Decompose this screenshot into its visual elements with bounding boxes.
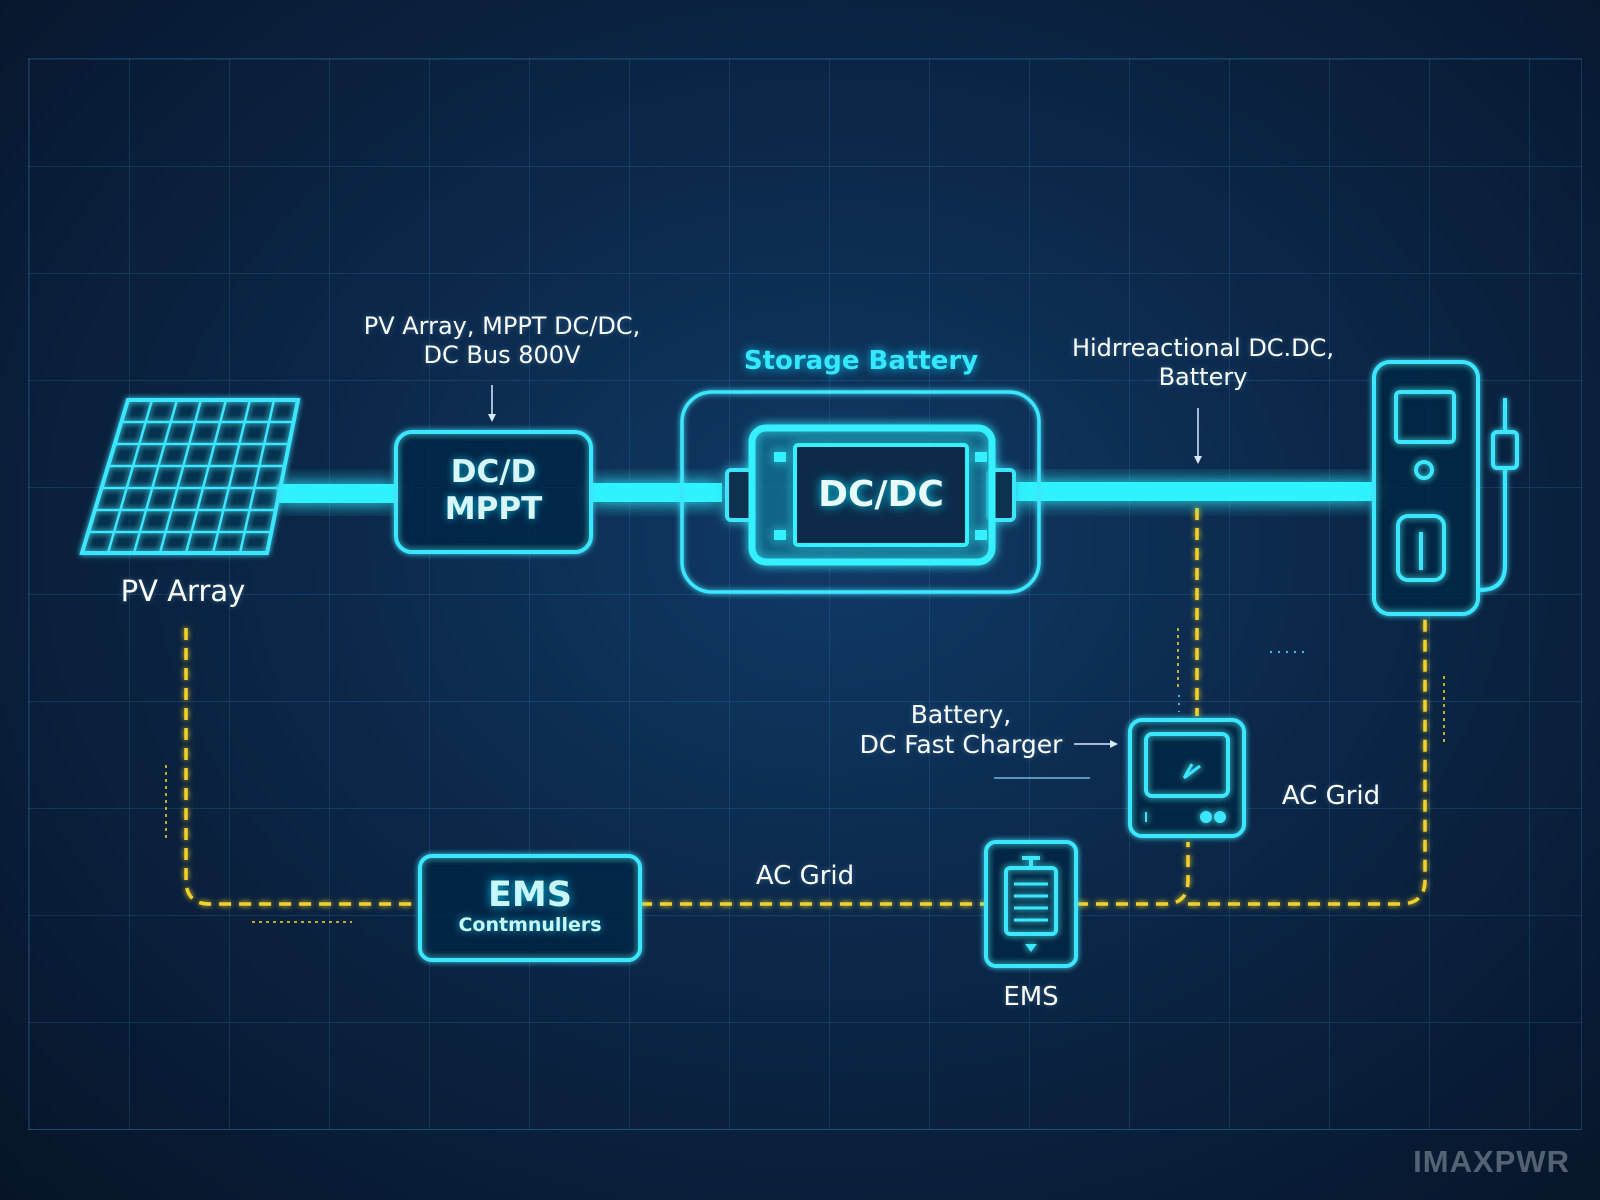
mppt-label-line2: MPPT — [444, 491, 543, 528]
dc-bus-segment-storage-charger — [1010, 482, 1375, 501]
pv-array-label: PV Array — [120, 574, 246, 608]
storage-core-label: DC/DC — [818, 474, 944, 515]
mppt-label: DC/D MPPT — [396, 454, 591, 528]
dc-bus-segment-mppt-storage — [590, 483, 722, 502]
ems-device-label: EMS — [1003, 982, 1059, 1012]
callout-pointers — [488, 385, 1202, 779]
ev-charger-icon — [1372, 360, 1519, 616]
ems-controller-title: EMS — [488, 875, 572, 915]
ems-controller-box — [418, 854, 642, 962]
watermark-logo: IMAXPWR — [1413, 1144, 1570, 1179]
meter-icon — [1128, 718, 1246, 838]
ems-device-icon — [984, 840, 1078, 968]
top-left-annotation-line1: PV Array, MPPT DC/DC, — [363, 312, 641, 340]
battery-module-icon — [725, 424, 1016, 566]
signal-line-pv-to-ems — [184, 628, 420, 906]
storage-battery-outline — [680, 390, 1041, 594]
top-left-annotation-line2: DC Bus 800V — [423, 340, 581, 369]
ac-grid-right-label: AC Grid — [1281, 781, 1381, 811]
mppt-label-line1: DC/D — [450, 454, 537, 490]
signal-lines — [184, 508, 1427, 906]
top-right-annotation: Hidrreactional DC.DC, Battery — [1058, 334, 1348, 392]
charger-annotation-line2: DC Fast Charger — [859, 730, 1063, 759]
signal-line-device-to-charger — [1076, 842, 1190, 906]
top-right-annotation-line2: Battery — [1158, 362, 1248, 391]
background-grid — [28, 58, 1582, 1130]
signal-line-to-right — [1188, 612, 1427, 906]
ems-controller-subtitle: Contmnullers — [458, 914, 602, 936]
ac-grid-center-label: AC Grid — [755, 861, 855, 891]
mppt-box — [394, 430, 593, 554]
top-left-annotation: PV Array, MPPT DC/DC, DC Bus 800V — [352, 312, 652, 370]
solar-panel-icon — [79, 398, 301, 555]
dc-bus — [276, 482, 1375, 503]
top-right-annotation-line1: Hidrreactional DC.DC, — [1071, 334, 1335, 362]
cyan-dotted-accents — [1178, 651, 1306, 712]
storage-battery-title: Storage Battery — [743, 346, 979, 376]
charger-annotation-line1: Battery, — [910, 700, 1012, 729]
dc-bus-segment-pv-mppt — [276, 484, 396, 503]
charger-annotation: Battery, DC Fast Charger — [836, 700, 1086, 760]
storage-battery-group — [680, 390, 1041, 594]
signal-line-decorations — [165, 628, 1445, 923]
